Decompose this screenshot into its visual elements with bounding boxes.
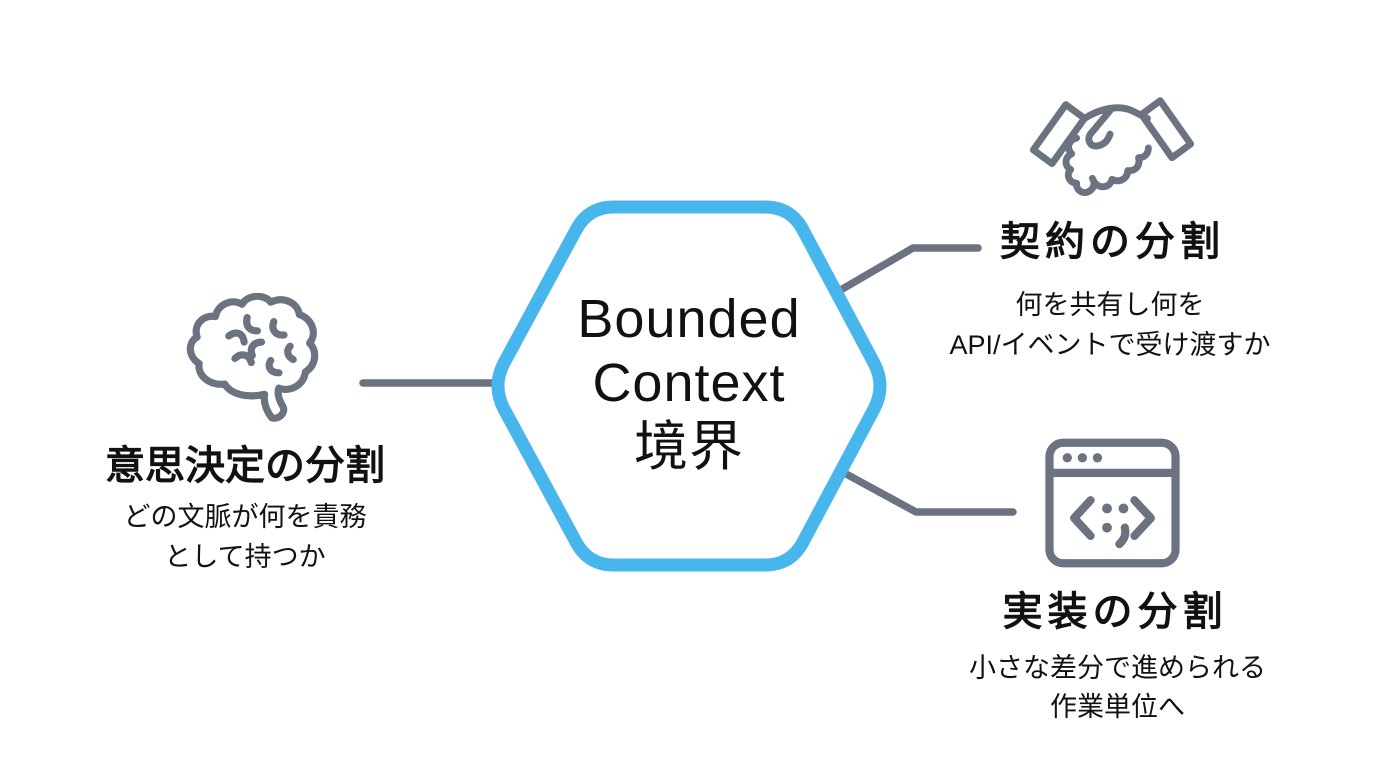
node-subtitle-decision-line2: として持つか: [164, 542, 326, 572]
node-title-decision: 意思決定の分割: [105, 444, 385, 488]
node-subtitle-contract: 何を共有し何を API/イベントで受け渡すか: [900, 285, 1320, 365]
hexagon-label-line1: Bounded: [577, 289, 801, 349]
code-window-icon: [1045, 438, 1180, 568]
node-subtitle-contract-line1: 何を共有し何を: [1015, 290, 1205, 320]
node-subtitle-implementation-line2: 作業単位へ: [1050, 692, 1185, 722]
node-subtitle-implementation: 小さな差分で進められる 作業単位へ: [915, 649, 1320, 727]
hexagon-label: Bounded Context 境界: [509, 287, 869, 479]
node-title-contract: 契約の分割: [1000, 220, 1225, 264]
connector-implementation: [833, 465, 1017, 516]
node-subtitle-decision-line1: どの文脈が何を責務: [123, 502, 367, 532]
node-title-implementation: 実装の分割: [1002, 590, 1228, 634]
hexagon-label-line2: Context: [592, 353, 786, 413]
connector-contract: [828, 244, 982, 299]
hexagon-label-line3: 境界: [634, 417, 744, 477]
handshake-icon: [1029, 97, 1195, 196]
brain-icon: [186, 293, 319, 422]
node-subtitle-contract-line2: API/イベントで受け渡すか: [949, 330, 1271, 360]
hexagon-shape: [491, 200, 887, 572]
node-subtitle-implementation-line1: 小さな差分で進められる: [969, 653, 1266, 683]
node-subtitle-decision: どの文脈が何を責務 として持つか: [75, 497, 415, 577]
